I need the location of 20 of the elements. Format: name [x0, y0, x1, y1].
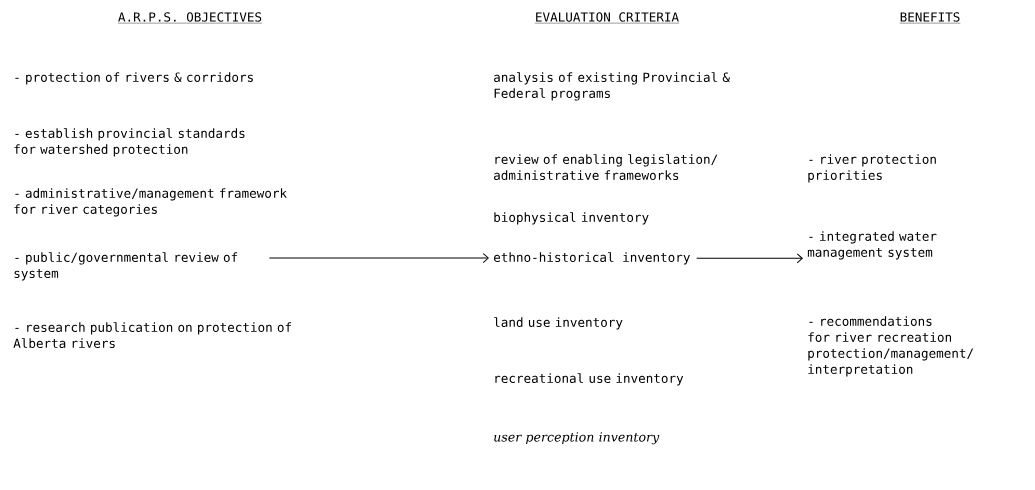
list-text: user perception inventory: [494, 432, 660, 445]
column-heading: BENEFITS: [899, 12, 961, 24]
list-text: - establish provincial standards for watershed protection: [14, 128, 245, 157]
arrow: [268, 253, 489, 263]
arrow: [696, 253, 803, 264]
column-heading: A.R.P.S. OBJECTIVES: [117, 12, 263, 24]
list-text: land use inventory: [494, 317, 623, 330]
list-text: - protection of rivers & corridors: [15, 72, 253, 85]
list-text: recreational use inventory: [495, 373, 684, 386]
list-text: - public/governmental review of system: [14, 252, 238, 281]
list-text: review of enabling legislation/ administrative frameworks: [494, 154, 718, 180]
list-text: ethno-historical inventory: [493, 252, 690, 265]
list-text: - recommendations for river recreation protection/management/ interpretation: [808, 316, 974, 377]
list-text: - river protection priorities: [808, 154, 936, 183]
list-text: - integrated water management system: [807, 231, 937, 260]
list-text: biophysical inventory: [494, 212, 649, 225]
list-text: analysis of existing Provincial & Federal programs: [494, 72, 730, 101]
list-text: - research publication on protection of Alberta rivers: [13, 322, 292, 348]
list-text: - administrative/management framework for river categories: [14, 188, 287, 217]
column-heading: EVALUATION CRITERIA: [534, 12, 680, 24]
